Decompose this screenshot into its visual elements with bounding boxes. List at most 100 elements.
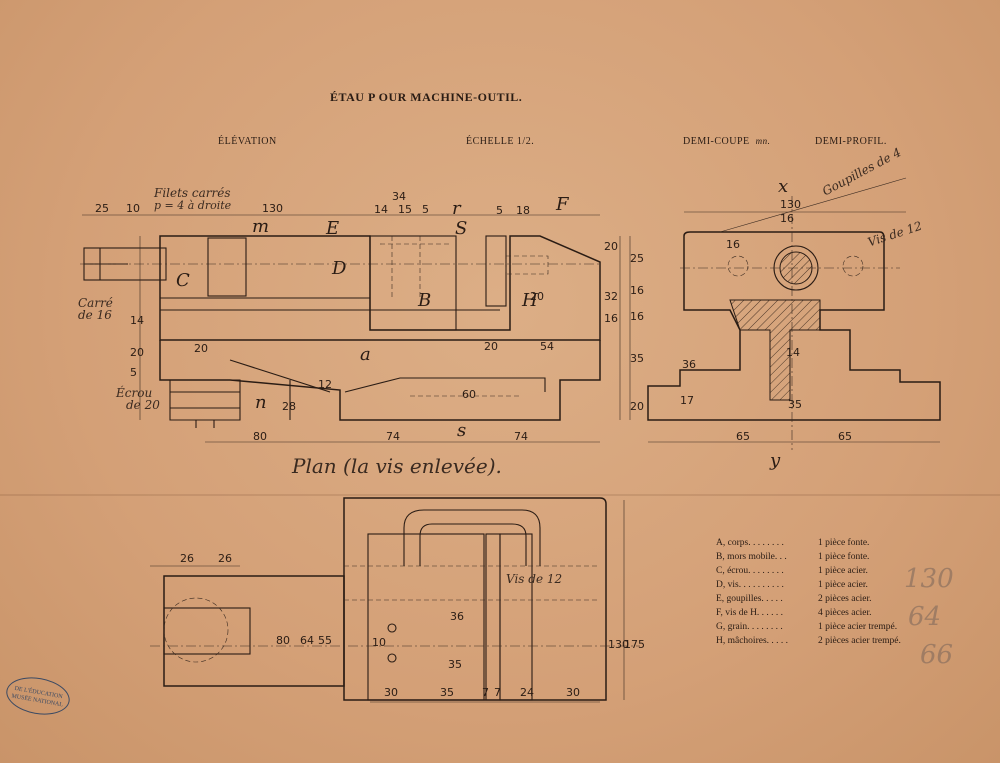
- svg-text:74: 74: [386, 430, 400, 443]
- plan-nut: [163, 575, 345, 687]
- paper-fold: [0, 494, 1000, 496]
- svg-text:34: 34: [392, 190, 406, 203]
- legend-value: 2 pièces acier trempé.: [818, 636, 901, 646]
- svg-text:74: 74: [514, 430, 528, 443]
- legend-key: B, mors mobile. . .: [716, 552, 787, 562]
- svg-text:130: 130: [608, 638, 629, 651]
- plan-caption: Plan (la vis enlevée).: [292, 454, 502, 478]
- svg-text:32: 32: [604, 290, 618, 303]
- parts-legend: A, corps. . . . . . . .1 pièce fonte.B, …: [716, 536, 901, 648]
- svg-text:16: 16: [630, 310, 644, 323]
- pencil-note-1: 130: [904, 564, 954, 594]
- svg-text:5: 5: [496, 204, 503, 217]
- header-scale: ÉCHELLE 1/2.: [466, 136, 535, 147]
- note-vis-12-plan: Vis de 12: [506, 572, 563, 586]
- legend-key: F, vis de H. . . . . .: [716, 608, 784, 618]
- legend-key: C, écrou. . . . . . . .: [716, 566, 784, 576]
- svg-text:20: 20: [130, 346, 144, 359]
- header-demi-coupe: DEMI-COUPE mn.: [683, 136, 770, 147]
- legend-key: E, goupilles. . . . .: [716, 594, 783, 604]
- plan-view: 26 26 30 35 7 7 24 30 80 64 55 130 175 3…: [150, 497, 645, 703]
- legend-value: 2 pièces acier.: [818, 594, 872, 604]
- svg-text:5: 5: [422, 203, 429, 216]
- svg-text:60: 60: [462, 388, 476, 401]
- svg-text:16: 16: [780, 212, 794, 225]
- svg-text:17: 17: [680, 394, 694, 407]
- svg-text:55: 55: [318, 634, 332, 647]
- note-filets: Filets carrés: [154, 186, 231, 200]
- svg-text:7: 7: [482, 686, 489, 699]
- svg-text:14: 14: [374, 203, 388, 216]
- svg-text:n: n: [255, 392, 267, 413]
- page-title: ÉTAU P OUR MACHINE-OUTIL.: [330, 90, 523, 104]
- svg-text:10: 10: [372, 636, 386, 649]
- profile-outline: [647, 231, 941, 421]
- svg-text:H: H: [521, 290, 538, 311]
- svg-text:C: C: [176, 270, 190, 291]
- header-elevation: ÉLÉVATION: [218, 136, 277, 147]
- legend-key: G, grain. . . . . . . .: [716, 622, 783, 632]
- legend-key: D, vis. . . . . . . . . .: [716, 580, 784, 590]
- svg-text:20: 20: [194, 342, 208, 355]
- svg-text:14: 14: [786, 346, 800, 359]
- legend-value: 1 pièce acier trempé.: [818, 622, 898, 632]
- svg-text:7: 7: [494, 686, 501, 699]
- mobile-jaw-b: [369, 235, 457, 331]
- note-ecrou-20: de 20: [126, 398, 160, 412]
- svg-text:x: x: [778, 176, 788, 197]
- svg-text:26: 26: [180, 552, 194, 565]
- legend-value: 1 pièce acier.: [818, 580, 868, 590]
- legend-value: 1 pièce acier.: [818, 566, 868, 576]
- nut-c: [207, 237, 247, 297]
- svg-text:64: 64: [300, 634, 314, 647]
- svg-text:36: 36: [682, 358, 696, 371]
- svg-text:65: 65: [838, 430, 852, 443]
- svg-text:35: 35: [440, 686, 454, 699]
- plan-body: [343, 497, 607, 701]
- legend-value: 1 pièce fonte.: [818, 552, 870, 562]
- svg-text:130: 130: [780, 198, 801, 211]
- svg-text:25: 25: [95, 202, 109, 215]
- svg-text:25: 25: [630, 252, 644, 265]
- svg-text:20: 20: [604, 240, 618, 253]
- svg-text:m: m: [252, 216, 269, 237]
- demi-coupe-label: DEMI-COUPE: [683, 136, 750, 147]
- legend-row: H, mâchoires. . . . . 2 pièces acier trem…: [716, 634, 901, 648]
- legend-row: C, écrou. . . . . . . . 1 pièce acier.: [716, 564, 901, 578]
- svg-text:54: 54: [540, 340, 554, 353]
- legend-row: A, corps. . . . . . . .1 pièce fonte.: [716, 536, 901, 550]
- svg-text:16: 16: [726, 238, 740, 251]
- legend-row: B, mors mobile. . . 1 pièce fonte.: [716, 550, 901, 564]
- svg-text:175: 175: [624, 638, 645, 651]
- svg-text:28: 28: [282, 400, 296, 413]
- svg-text:35: 35: [448, 658, 462, 671]
- svg-text:14: 14: [130, 314, 144, 327]
- svg-text:15: 15: [398, 203, 412, 216]
- svg-text:36: 36: [450, 610, 464, 623]
- svg-text:D: D: [331, 258, 347, 279]
- svg-text:26: 26: [218, 552, 232, 565]
- svg-text:B: B: [417, 290, 431, 311]
- svg-text:130: 130: [262, 202, 283, 215]
- svg-text:24: 24: [520, 686, 534, 699]
- svg-text:10: 10: [126, 202, 140, 215]
- svg-text:35: 35: [630, 352, 644, 365]
- svg-text:16: 16: [604, 312, 618, 325]
- svg-text:20: 20: [630, 400, 644, 413]
- legend-row: E, goupilles. . . . . 2 pièces acier.: [716, 592, 901, 606]
- legend-key: H, mâchoires. . . . .: [716, 636, 789, 646]
- legend-row: G, grain. . . . . . . . 1 pièce acier tre…: [716, 620, 901, 634]
- note-carre: Carré: [78, 296, 113, 310]
- svg-text:5: 5: [130, 366, 137, 379]
- legend-value: 4 pièces acier.: [818, 608, 872, 618]
- svg-text:80: 80: [253, 430, 267, 443]
- note-ecrou: Écrou: [116, 386, 153, 400]
- pencil-note-2: 64: [908, 602, 942, 632]
- pencil-note-3: 66: [920, 640, 954, 670]
- svg-text:20: 20: [484, 340, 498, 353]
- svg-text:18: 18: [516, 204, 530, 217]
- svg-text:80: 80: [276, 634, 290, 647]
- svg-text:s: s: [457, 420, 466, 441]
- hatched-section: [729, 299, 821, 401]
